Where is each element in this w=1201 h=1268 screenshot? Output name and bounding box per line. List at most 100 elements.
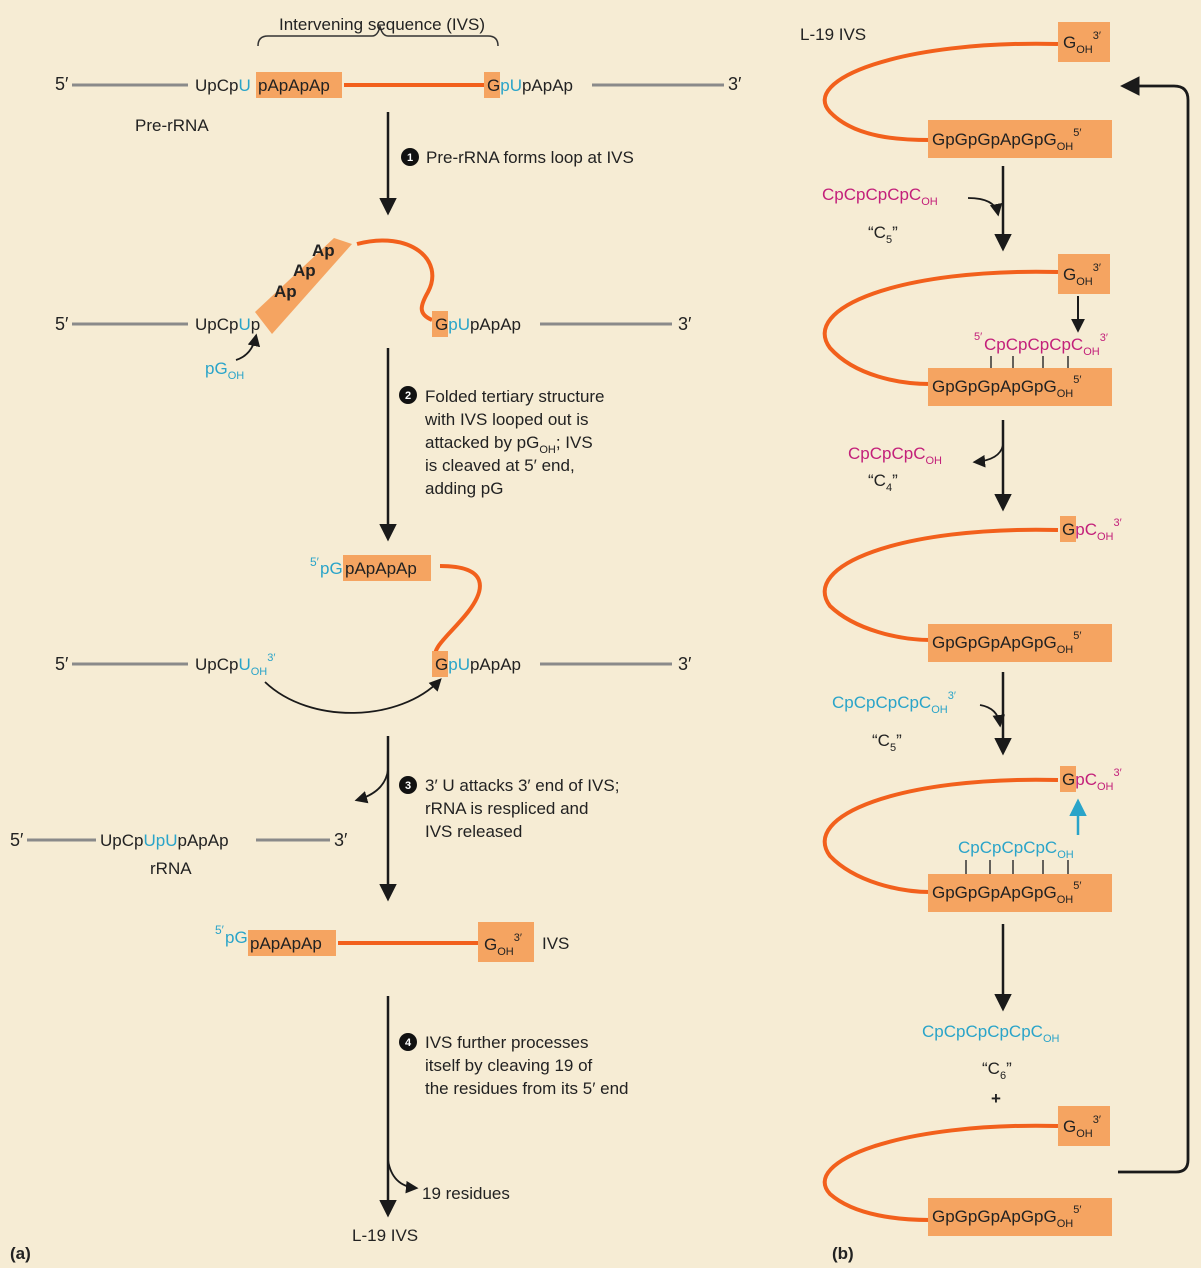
c4-product: CpCpCpCOH bbox=[848, 444, 942, 467]
c5-bound: CpCpCpCpCOH bbox=[958, 838, 1074, 861]
gggagg-box bbox=[928, 624, 1112, 662]
step2-text: Folded tertiary structure bbox=[425, 387, 605, 406]
step2-text: attacked by pGOH; IVS bbox=[425, 433, 593, 456]
ap-label: Ap bbox=[274, 282, 297, 301]
g-box bbox=[484, 72, 500, 98]
c4-label: “C4” bbox=[868, 471, 898, 494]
gggagg-seq: GpGpGpApGpGOH5′ bbox=[932, 1204, 1081, 1230]
attack-arrow bbox=[264, 678, 442, 714]
step3-text: rRNA is respliced and bbox=[425, 799, 588, 818]
gpc-oh-label: GpCOH3′ bbox=[1062, 517, 1122, 543]
g-box bbox=[1058, 254, 1110, 294]
g-oh-label: GOH3′ bbox=[484, 932, 522, 958]
step3-text: IVS released bbox=[425, 822, 522, 841]
exon-seq: GpUpApAp bbox=[435, 315, 521, 334]
gggagg-box bbox=[928, 874, 1112, 912]
g-box bbox=[432, 311, 448, 337]
g-oh-label: GOH3′ bbox=[1063, 30, 1101, 56]
c6-label: “C6” bbox=[982, 1059, 1012, 1082]
five-prime-label: 5′ bbox=[55, 314, 69, 334]
step2-text: is cleaved at 5′ end, bbox=[425, 456, 575, 475]
substrate-arrow bbox=[967, 197, 1003, 217]
gpc-oh-label: GpCOH3′ bbox=[1062, 767, 1122, 793]
ivs-brace bbox=[257, 25, 499, 47]
ivs-seq: pApApAp bbox=[345, 559, 417, 578]
g-box bbox=[1060, 766, 1076, 792]
step4-text: itself by cleaving 19 of bbox=[425, 1056, 593, 1075]
gggagg-box bbox=[928, 120, 1112, 158]
ivs-brace-label: Intervening sequence (IVS) bbox=[279, 15, 485, 34]
ivs-box bbox=[256, 72, 342, 98]
ivs-loop bbox=[822, 41, 1059, 142]
c5-bound: CpCpCpCpCOH3′ bbox=[984, 332, 1108, 358]
ap-label: Ap bbox=[312, 241, 335, 260]
five-prime-sup: 5′ bbox=[215, 923, 225, 937]
gggagg-seq: GpGpGpApGpGOH5′ bbox=[932, 127, 1081, 153]
step1-text: Pre-rRNA forms loop at IVS bbox=[426, 148, 634, 167]
five-prime-label: 5′ bbox=[55, 654, 69, 674]
five-prime-label: 5′ bbox=[10, 830, 24, 850]
ivs-loop bbox=[822, 1123, 1059, 1222]
ivs-seq: pApApAp bbox=[250, 934, 322, 953]
l19-label: L-19 IVS bbox=[800, 25, 866, 44]
step-badge bbox=[401, 148, 419, 166]
c5-substrate: CpCpCpCpCOH bbox=[822, 185, 938, 208]
g-oh-label: GOH3′ bbox=[1063, 262, 1101, 288]
g-box bbox=[1058, 22, 1110, 62]
pre-rrna-label: Pre-rRNA bbox=[135, 116, 209, 135]
ivs-loop bbox=[356, 238, 435, 322]
ivs-box bbox=[343, 555, 431, 581]
step-badge bbox=[399, 1033, 417, 1051]
c5-label: “C5” bbox=[868, 223, 898, 246]
g-box bbox=[1060, 516, 1076, 542]
three-prime-label: 3′ bbox=[334, 830, 348, 850]
gggagg-box bbox=[928, 1198, 1112, 1236]
exon-seq: UpCpUOH3′ bbox=[195, 652, 275, 678]
substrate-arrow bbox=[979, 704, 1006, 728]
residues-label: 19 residues bbox=[422, 1184, 510, 1203]
base-pair-lines bbox=[990, 356, 1069, 368]
step4-text: IVS further processes bbox=[425, 1033, 588, 1052]
exon-seq: GpUpApAp bbox=[487, 76, 573, 95]
g-box bbox=[432, 651, 448, 677]
rrna-seq: UpCpUpUpApAp bbox=[100, 831, 229, 850]
pg-oh-label: pGOH bbox=[205, 359, 244, 382]
release-arrow bbox=[972, 444, 1004, 468]
attack-arrow bbox=[235, 333, 261, 361]
step3-text: 3′ U attacks 3′ end of IVS; bbox=[425, 776, 619, 795]
pg-prefix: pG bbox=[225, 928, 248, 947]
three-prime-label: 3′ bbox=[728, 74, 742, 94]
step-number: 2 bbox=[405, 390, 411, 402]
g-box bbox=[478, 922, 534, 962]
l19-bottom-label: L-19 IVS bbox=[352, 1226, 418, 1245]
gggagg-box bbox=[928, 368, 1112, 406]
five-prime-sup: 5′ bbox=[310, 555, 320, 569]
cycle-arrow bbox=[1118, 76, 1190, 1174]
five-prime-label: 5′ bbox=[55, 74, 69, 94]
panel-a-label: (a) bbox=[10, 1244, 31, 1263]
panel-b-label: (b) bbox=[832, 1244, 854, 1263]
c5-substrate: CpCpCpCpCOH3′ bbox=[832, 690, 956, 716]
ivs-loop bbox=[822, 777, 1059, 894]
release-arrow bbox=[354, 769, 389, 804]
ivs-seq: pApApAp bbox=[258, 76, 330, 95]
step2-text: adding pG bbox=[425, 479, 503, 498]
release-arrow bbox=[387, 1159, 419, 1194]
g-oh-label: GOH3′ bbox=[1063, 1114, 1101, 1140]
ivs-loop bbox=[822, 269, 1059, 386]
gggagg-seq: GpGpGpApGpGOH5′ bbox=[932, 374, 1081, 400]
gggagg-seq: GpGpGpApGpGOH5′ bbox=[932, 880, 1081, 906]
step2-text: with IVS looped out is bbox=[424, 410, 588, 429]
gggagg-seq: GpGpGpApGpGOH5′ bbox=[932, 630, 1081, 656]
step-number: 4 bbox=[405, 1037, 412, 1049]
plus-sign: + bbox=[991, 1089, 1001, 1108]
base-pair-lines bbox=[965, 860, 1069, 874]
exon-seq: GpUpApAp bbox=[435, 655, 521, 674]
step-badge bbox=[399, 776, 417, 794]
ivs-loop bbox=[822, 527, 1059, 642]
pg-prefix: pG bbox=[320, 559, 343, 578]
three-prime-label: 3′ bbox=[678, 314, 692, 334]
five-prime-sup: 5′ bbox=[974, 331, 982, 343]
three-prime-label: 3′ bbox=[678, 654, 692, 674]
